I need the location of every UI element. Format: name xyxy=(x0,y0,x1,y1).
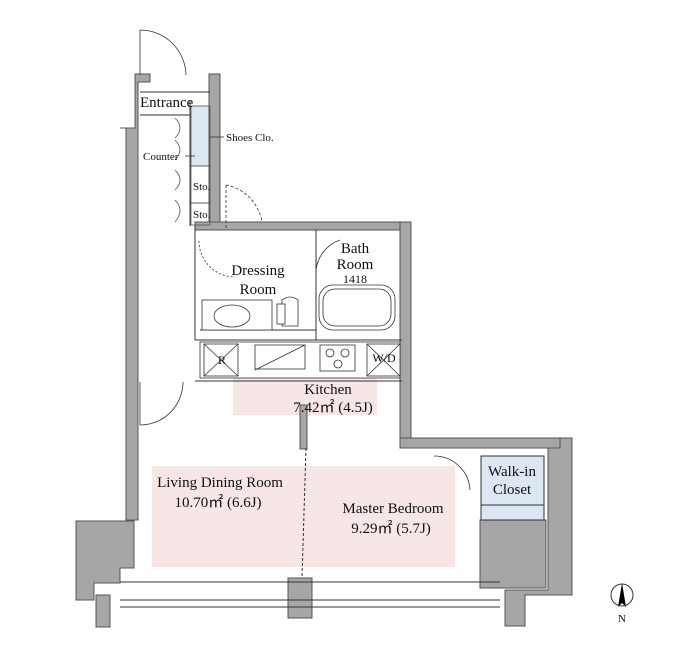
living-dining-name-label: Living Dining Room xyxy=(157,475,283,491)
kitchen-area-label: 7.42㎡ (4.5J) xyxy=(293,399,373,416)
storage-label-2: Sto. xyxy=(193,209,211,221)
bath-room-label-line2: Room xyxy=(337,257,374,273)
walkin-closet-label-line2: Closet xyxy=(493,482,532,498)
bath-room-label-line1: Bath xyxy=(341,241,370,257)
compass-label: N xyxy=(618,613,626,625)
walkin-closet-label-line1: Walk-in xyxy=(488,464,536,480)
living-bedroom-highlight xyxy=(152,466,455,567)
counter-label: Counter xyxy=(143,151,179,163)
shoes-closet-label: Shoes Clo. xyxy=(226,132,274,144)
fixtures xyxy=(199,284,401,379)
vanity-basin xyxy=(201,299,273,331)
master-bedroom-name-label: Master Bedroom xyxy=(342,501,444,517)
compass-arrow-icon xyxy=(618,583,626,607)
storage-label-1: Sto. xyxy=(193,181,211,193)
door-swings xyxy=(139,29,471,491)
refrigerator-label: R xyxy=(218,353,226,367)
kitchen-name-label: Kitchen xyxy=(304,382,352,398)
shoes-closet-highlight xyxy=(191,106,210,166)
interior-lines xyxy=(120,91,545,608)
north-compass: N xyxy=(610,583,634,625)
walkin-closet-highlight xyxy=(481,456,544,520)
toilet xyxy=(281,296,299,327)
dressing-room-label-line2: Room xyxy=(240,282,277,298)
storage-units xyxy=(174,105,211,226)
walls xyxy=(75,73,573,628)
washer-dryer-label: W/D xyxy=(372,351,396,365)
bath-size-label: 1418 xyxy=(343,272,367,286)
living-dining-area-label: 10.70㎡ (6.6J) xyxy=(174,494,261,511)
dressing-room-label-line1: Dressing xyxy=(231,263,285,279)
room-labels: Entrance Shoes Clo. Counter Sto. Sto. Dr… xyxy=(140,95,536,537)
master-bedroom-area-label: 9.29㎡ (5.7J) xyxy=(351,520,431,537)
entrance-label: Entrance xyxy=(140,95,194,111)
bathtub xyxy=(318,284,396,331)
